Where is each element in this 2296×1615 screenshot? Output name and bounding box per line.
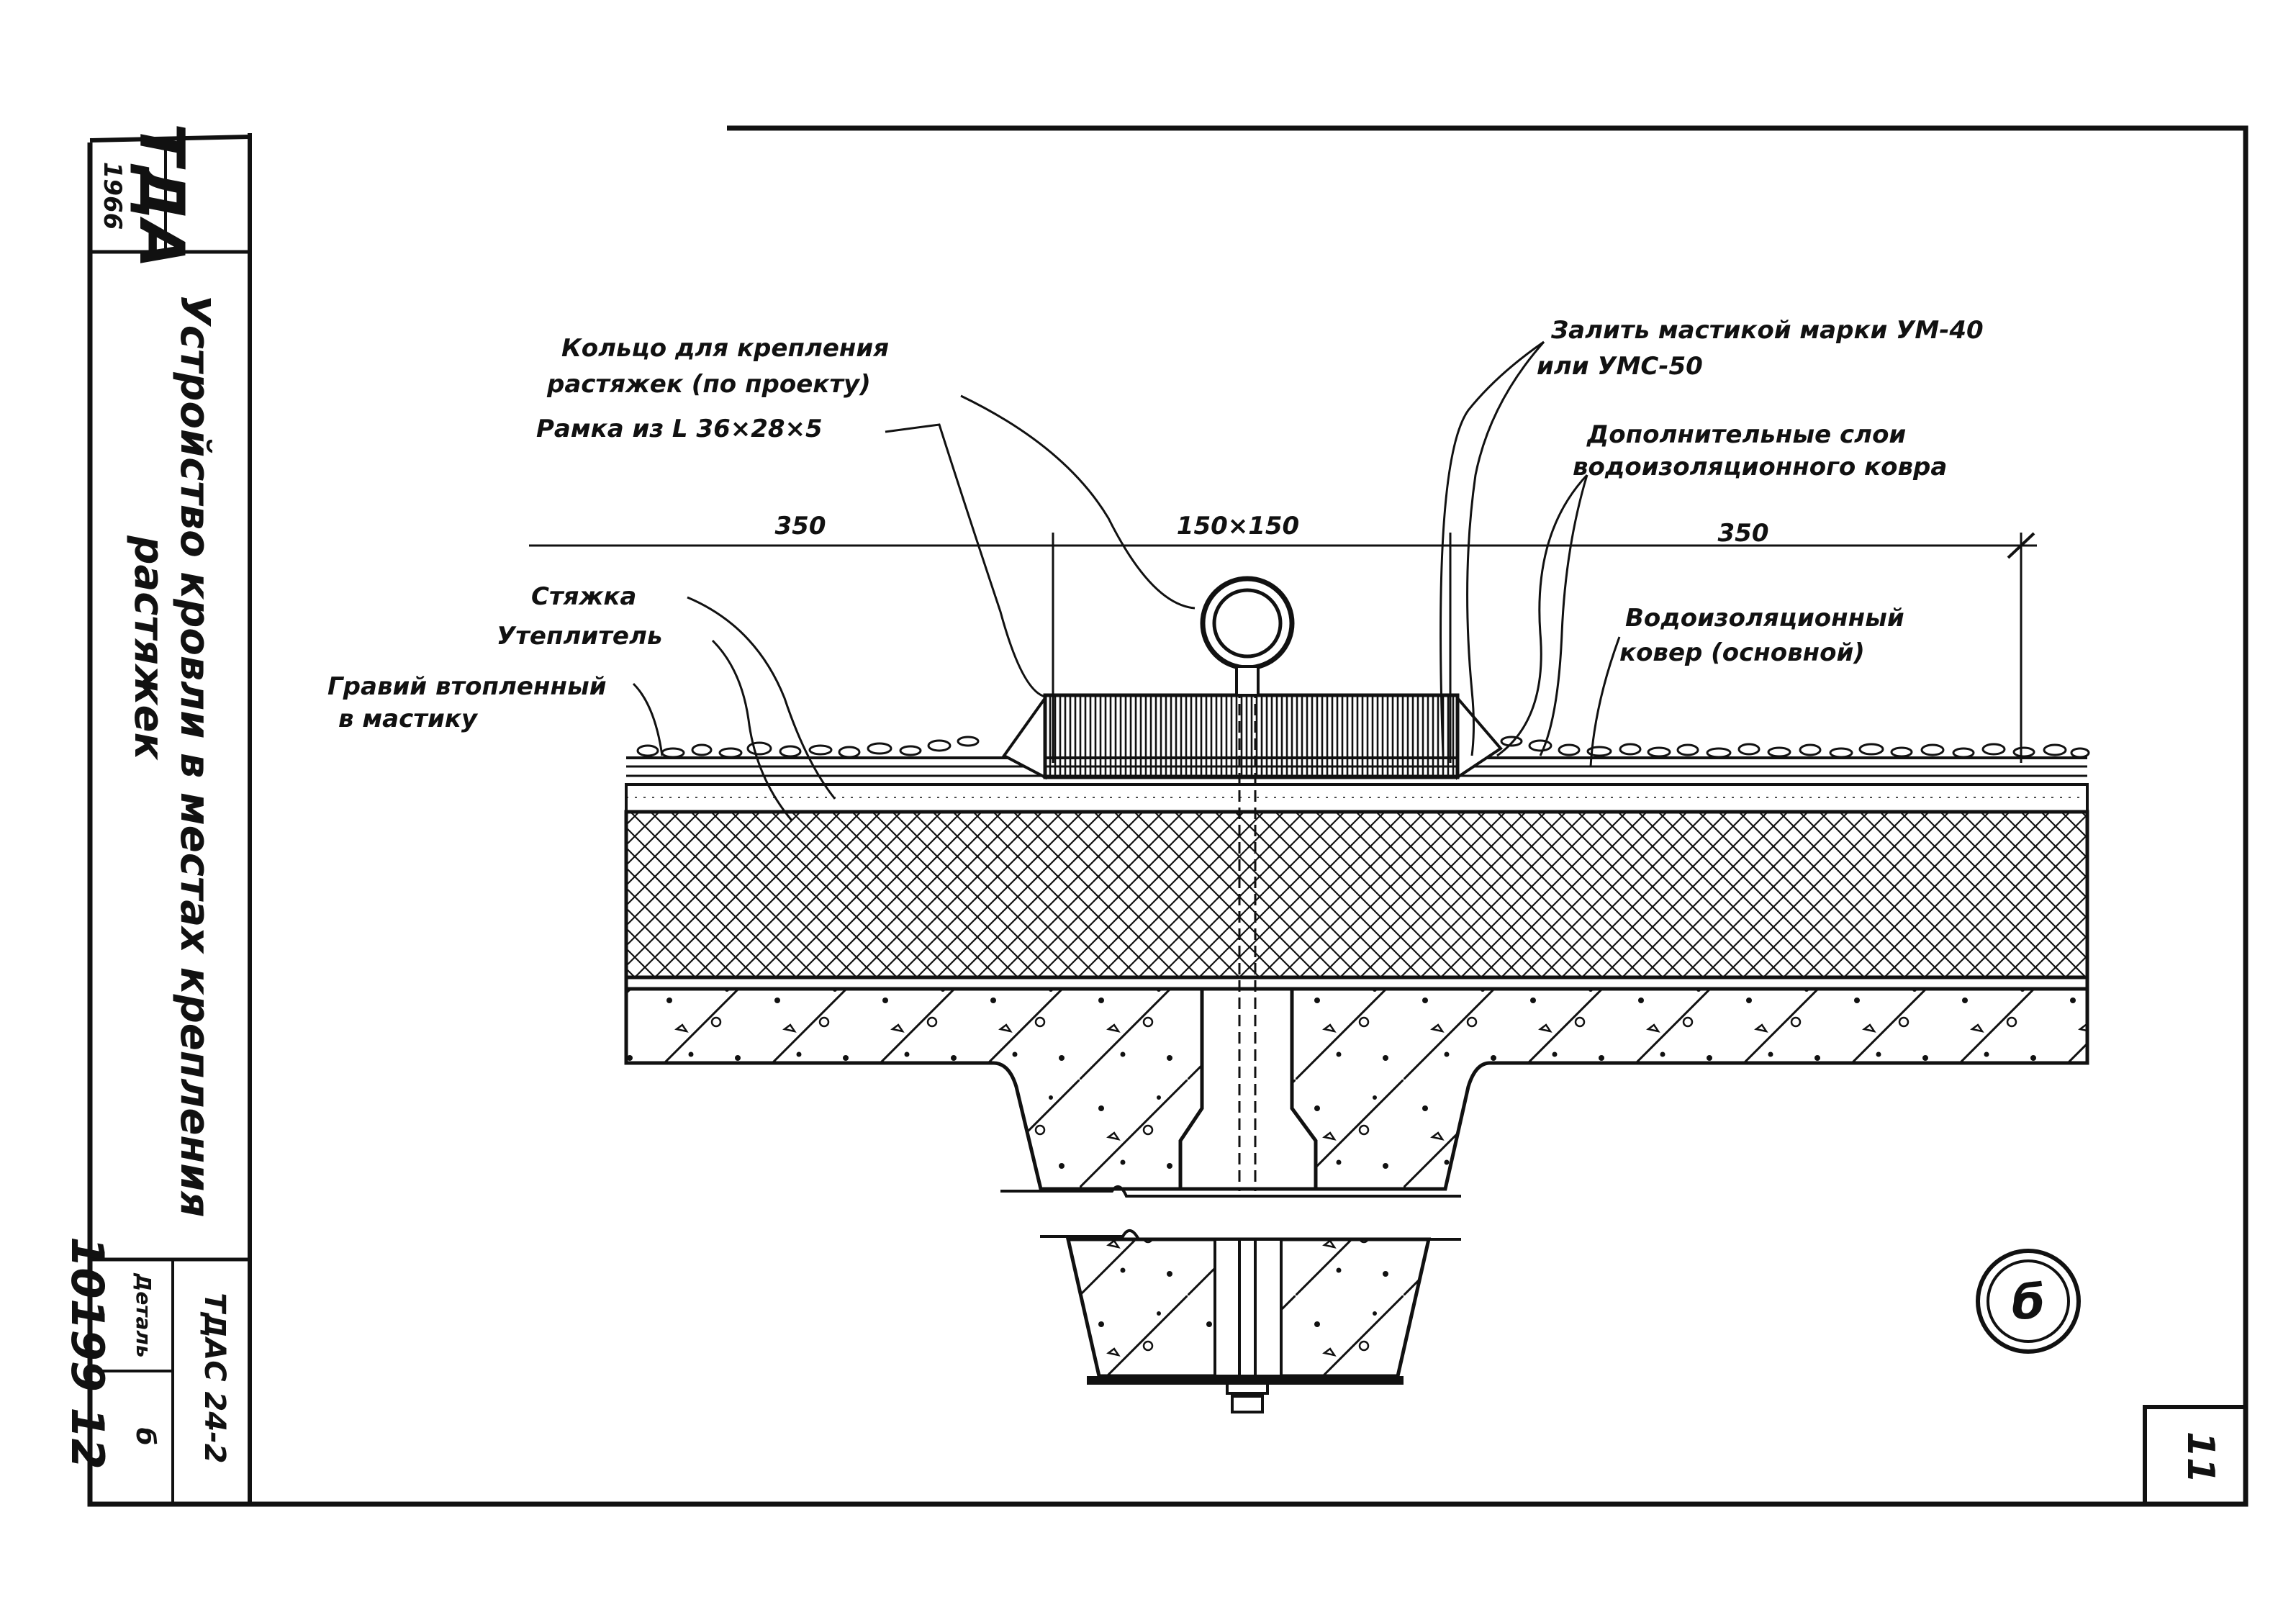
break-line bbox=[1000, 1185, 1461, 1198]
leader-lines bbox=[632, 340, 1621, 821]
label-fill-1: Залить мастикой марки УМ-40 bbox=[1550, 316, 1984, 345]
label-ring-1: Кольцо для крепления bbox=[561, 334, 889, 363]
label-gravel-1: Гравий втопленный bbox=[327, 672, 607, 701]
screed-layer bbox=[625, 783, 2089, 813]
series-code: ТДАС 24-2 bbox=[198, 1293, 231, 1463]
label-screed: Стяжка bbox=[531, 582, 636, 611]
dimension-left: 350 bbox=[775, 512, 826, 540]
label-carpet-1: Водоизоляционный bbox=[1625, 604, 1904, 633]
title-block: ТДА 1966 Устройство кровли в местах креп… bbox=[61, 123, 250, 1504]
year: 1966 bbox=[98, 162, 127, 230]
anchor-ring bbox=[1200, 576, 1295, 697]
document-number: 10199 12 bbox=[61, 1236, 114, 1470]
detail-marker-label: б bbox=[2012, 1275, 2045, 1330]
label-frame: Рамка из L 36×28×5 bbox=[536, 415, 823, 443]
roof-section bbox=[624, 576, 2090, 1413]
sheet-number-box: 11 bbox=[2143, 1405, 2248, 1506]
label-ring-2: растяжек (по проекту) bbox=[546, 370, 871, 399]
label-insulation: Утеплитель bbox=[497, 622, 662, 651]
detail-marker: б bbox=[1976, 1249, 2081, 1354]
dimension-line: 350 150×150 350 bbox=[529, 512, 2037, 763]
detail-number: б bbox=[130, 1427, 160, 1445]
logo: ТДА bbox=[125, 123, 197, 268]
dimension-right: 350 bbox=[1718, 519, 1769, 548]
detail-label: Деталь bbox=[132, 1272, 155, 1357]
grout-socket bbox=[1178, 987, 1318, 1191]
drawing-title-line1: Устройство кровли в местах крепления bbox=[171, 294, 218, 1218]
concrete-slab bbox=[624, 987, 2089, 1191]
label-carpet-2: ковер (основной) bbox=[1619, 638, 1865, 667]
anchor-plate bbox=[1087, 1376, 1404, 1385]
drawing-title-line2: растяжек bbox=[125, 535, 172, 761]
insulation-layer bbox=[624, 810, 2089, 980]
mastic-pad bbox=[1002, 693, 1503, 780]
labels: Кольцо для крепления растяжек (по проект… bbox=[327, 316, 1984, 733]
label-gravel-2: в мастику bbox=[338, 705, 479, 733]
label-extra-layers-1: Дополнительные слои bbox=[1586, 420, 1906, 449]
sheet-number: 11 bbox=[2179, 1431, 2222, 1483]
label-extra-layers-2: водоизоляционного ковра bbox=[1573, 453, 1947, 481]
label-fill-2: или УМС-50 bbox=[1537, 352, 1703, 381]
dimension-center: 150×150 bbox=[1177, 512, 1299, 540]
